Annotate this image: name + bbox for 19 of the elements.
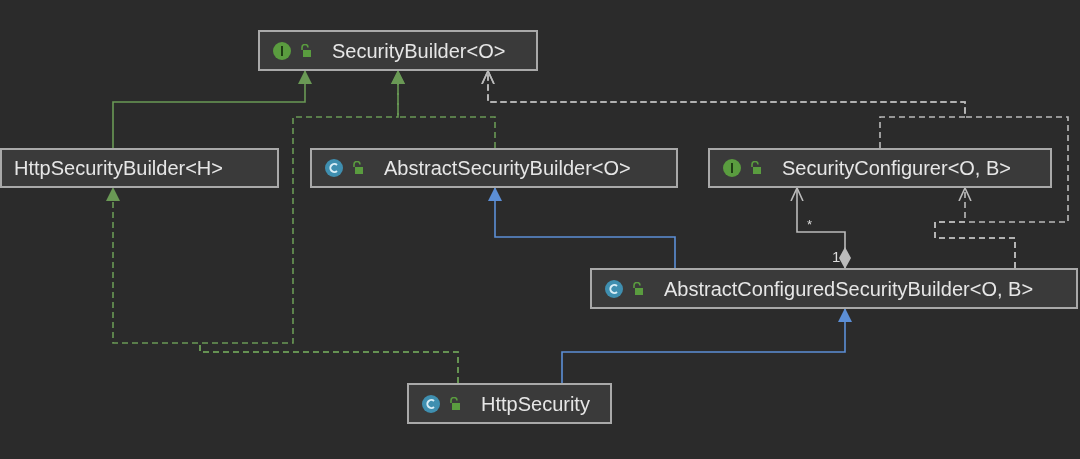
- class-name: SecurityBuilder<O>: [332, 40, 506, 61]
- class-name: AbstractConfiguredSecurityBuilder<O, B>: [664, 278, 1034, 299]
- class-name: SecurityConfigurer<O, B>: [782, 158, 1011, 178]
- class-name: AbstractSecurityBuilder<O>: [384, 158, 631, 178]
- multiplicity-label: 1: [832, 249, 841, 264]
- class-box: [407, 383, 612, 424]
- connector-arrow: [488, 187, 676, 269]
- class-box: [258, 30, 538, 71]
- class-name: HttpSecurity: [481, 393, 590, 414]
- connector-arrow: [934, 187, 1016, 269]
- class-box: [708, 148, 1052, 188]
- class-box: [590, 268, 1078, 309]
- class-box: [310, 148, 678, 188]
- class-box: [0, 148, 279, 188]
- connector-arrow: [561, 308, 852, 384]
- class-name: HttpSecurityBuilder<H>: [14, 158, 223, 178]
- connector-arrow: [790, 187, 851, 269]
- connector-arrow: [199, 70, 459, 384]
- connector-arrow: [112, 70, 312, 149]
